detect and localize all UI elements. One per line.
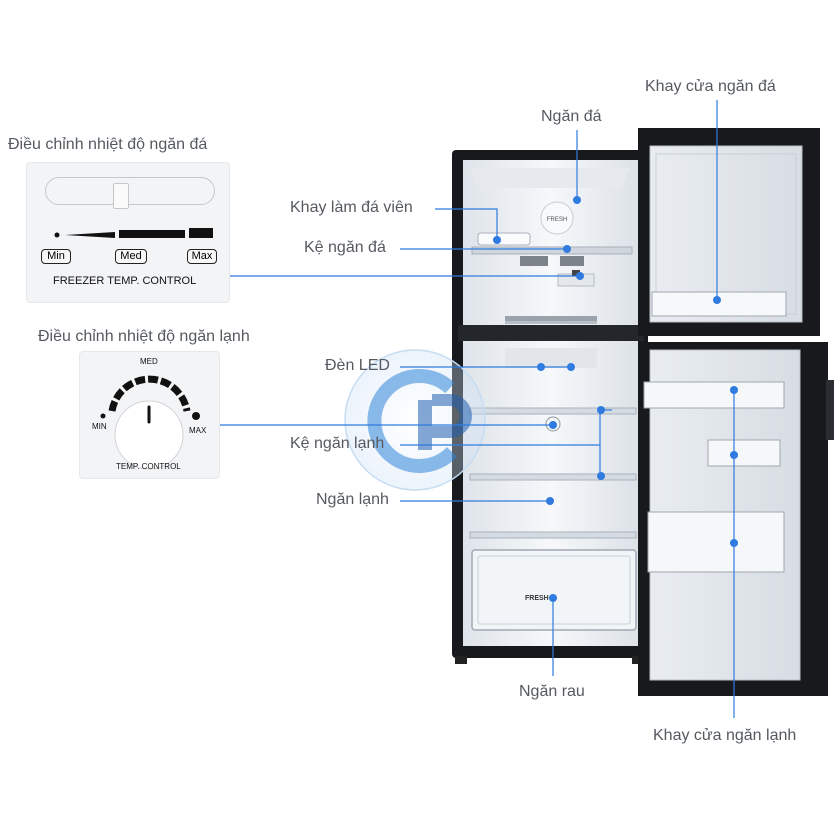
- label-den-led: Đèn LED: [325, 357, 390, 374]
- slider-icon[interactable]: [113, 183, 129, 209]
- fridge-control-heading: Điều chỉnh nhiệt độ ngăn lạnh: [38, 328, 250, 345]
- fridge-door-bin-3: [647, 511, 785, 573]
- label-ngan-da: Ngăn đá: [541, 108, 602, 125]
- fridge-control-panel: MED MIN MAX TEMP. CONTROL: [80, 352, 219, 478]
- label-ngan-rau: Ngăn rau: [519, 683, 585, 700]
- freezer-control-heading: Điều chỉnh nhiệt độ ngăn đá: [8, 136, 208, 153]
- freezer-max-label: Max: [187, 249, 217, 264]
- freezer-control-panel: Min Med Max FREEZER TEMP. CONTROL: [27, 163, 229, 302]
- slider-track-frame: [45, 177, 215, 205]
- callout-lines: [220, 100, 735, 718]
- label-khay-cua-ngan-da: Khay cửa ngăn đá: [645, 78, 776, 95]
- freezer-control-caption: FREEZER TEMP. CONTROL: [53, 275, 197, 287]
- fridge-dial-min: MIN: [92, 422, 107, 431]
- crisper-brand-text: FRESH: [525, 595, 549, 602]
- label-ke-ngan-lanh: Kệ ngăn lạnh: [290, 435, 385, 452]
- fridge-dial-max: MAX: [189, 426, 207, 435]
- label-ke-ngan-da: Kệ ngăn đá: [304, 239, 386, 256]
- fridge-door-bin-2: [707, 439, 781, 467]
- freezer-level-wedge: [54, 228, 213, 238]
- fresh-badge-icon: [540, 201, 574, 235]
- freezer-door-bin: [651, 291, 787, 317]
- label-khay-cua-ngan-lanh: Khay cửa ngăn lạnh: [653, 727, 797, 744]
- fridge-shelf-1: [469, 407, 637, 415]
- fridge-door-bin-1: [643, 381, 785, 409]
- fridge-control-caption: TEMP. CONTROL: [116, 462, 181, 471]
- freezer-min-label: Min: [41, 249, 71, 264]
- crisper-drawer: [471, 549, 637, 631]
- dial-knob-icon[interactable]: [80, 352, 219, 478]
- fresh-badge-text: FRESH: [547, 217, 567, 223]
- fridge-shelf-2: [469, 473, 637, 481]
- label-khay-lam-da-vien: Khay làm đá viên: [290, 199, 413, 216]
- fridge-dial-med: MED: [140, 357, 158, 366]
- fridge-interior-details: FRESH: [469, 348, 637, 631]
- freezer-interior-details: FRESH: [470, 168, 633, 321]
- fridge-shelf-3: [469, 531, 637, 539]
- callout-dots: [493, 196, 738, 602]
- freezer-shelf: [471, 246, 633, 255]
- freezer-med-label: Med: [115, 249, 147, 264]
- label-ngan-lanh: Ngăn lạnh: [316, 491, 389, 508]
- fridge-door: [638, 342, 834, 696]
- freezer-door: [638, 128, 820, 336]
- watermark-logo: [344, 349, 486, 491]
- ice-tray: [477, 232, 531, 246]
